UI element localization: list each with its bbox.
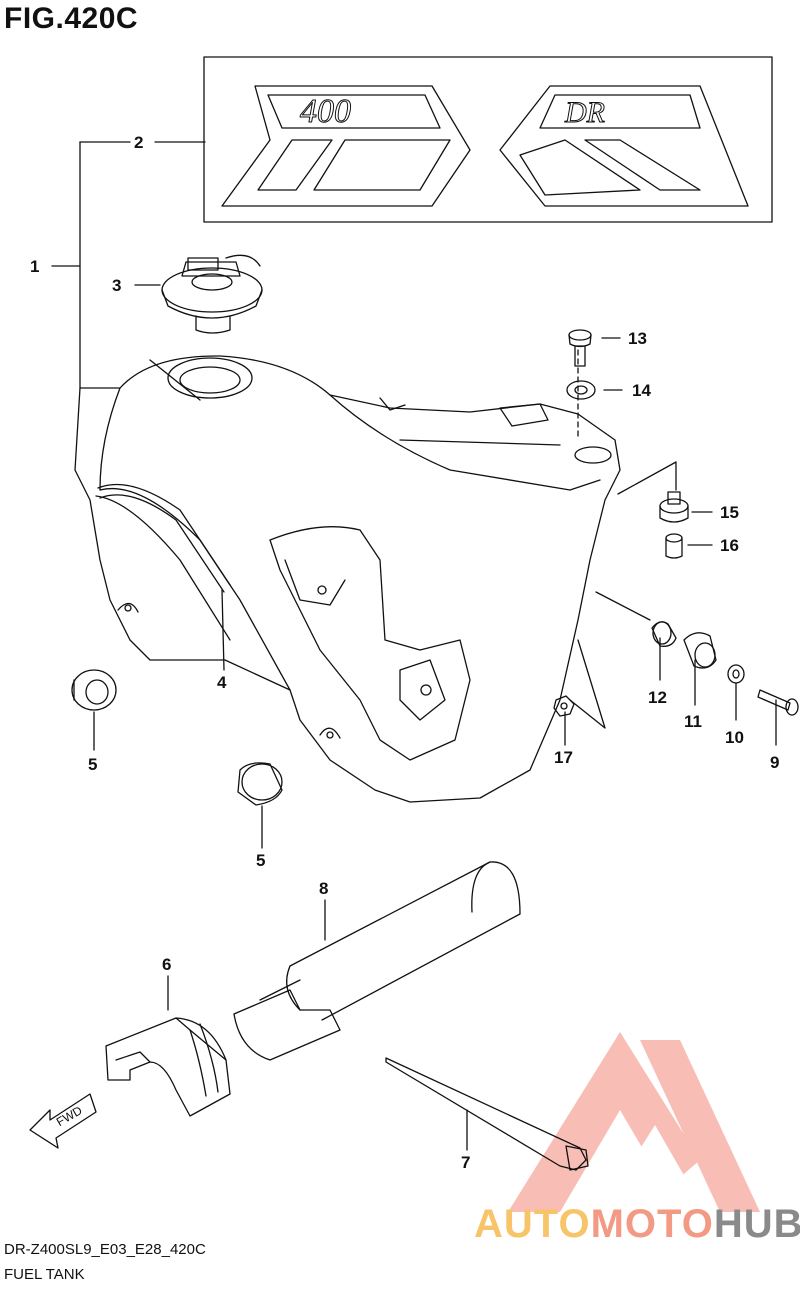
callout-14: 14 (632, 381, 651, 400)
callout-8: 8 (319, 879, 328, 898)
callout-1: 1 (30, 257, 39, 276)
callout-5a: 5 (88, 755, 97, 774)
callout-4: 4 (217, 673, 227, 692)
figure-name: FUEL TANK (4, 1266, 85, 1283)
part-6-cushion (105, 1017, 231, 1117)
part-7-band (385, 1057, 589, 1171)
part-12-cushion (651, 621, 677, 647)
part-8-protector (233, 861, 521, 1061)
fwd-arrow-icon: FWD (29, 1093, 97, 1149)
part-4-hose (97, 483, 231, 593)
callout-3: 3 (112, 276, 121, 295)
decal-400-text: 400 (300, 93, 351, 130)
watermark-part3: HUB (713, 1202, 800, 1246)
leader-lines (51, 141, 777, 1151)
part-17-nut (553, 695, 575, 717)
fuel-cap (161, 254, 263, 334)
watermark-part1: AUTO (474, 1202, 591, 1246)
figure-title: FIG.420C (4, 2, 139, 35)
figure-code: DR-Z400SL9_E03_E28_420C (4, 1241, 206, 1258)
watermark-logo (508, 1032, 760, 1212)
callout-10: 10 (725, 728, 744, 747)
callout-9: 9 (770, 753, 779, 772)
callout-12: 12 (648, 688, 667, 707)
callout-6: 6 (162, 955, 171, 974)
callout-17: 17 (554, 748, 573, 767)
part-5-grommet-a (71, 669, 117, 711)
callout-15: 15 (720, 503, 739, 522)
callout-13: 13 (628, 329, 647, 348)
callout-16: 16 (720, 536, 739, 555)
decal-dr-text: DR (564, 96, 605, 129)
callout-5b: 5 (256, 851, 265, 870)
callout-2: 2 (134, 133, 143, 152)
decal-set: 400 DR (203, 56, 773, 223)
part-13-bolt (568, 329, 592, 367)
callout-11: 11 (684, 712, 702, 731)
part-14-grommet (566, 380, 596, 400)
part-11-cushion (683, 632, 717, 669)
watermark-part2: MOTO (590, 1202, 714, 1246)
part-9-bolt (757, 689, 799, 716)
part-5-grommet-b (237, 762, 283, 806)
part-15-cushion (659, 491, 689, 523)
part-10-washer (727, 664, 745, 684)
callout-7: 7 (461, 1153, 470, 1172)
fuel-tank (74, 355, 621, 803)
part-16-collar (665, 533, 683, 559)
callouts: 1 2 3 4 5 5 6 7 8 9 10 11 12 13 14 15 16… (30, 133, 779, 1172)
watermark-brand: AUTOMOTOHUB (474, 1204, 800, 1244)
fwd-label: FWD (54, 1103, 85, 1129)
